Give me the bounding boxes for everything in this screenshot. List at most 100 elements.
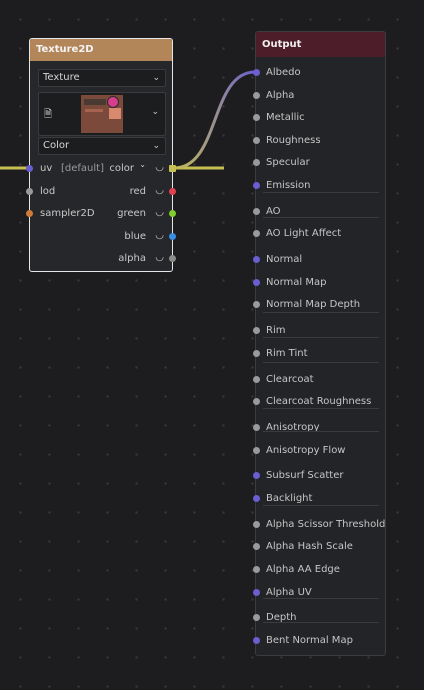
curve-icon[interactable]: ◡	[155, 162, 164, 173]
input-label: Emission	[266, 180, 311, 191]
input-port[interactable]	[253, 614, 260, 621]
input-port[interactable]	[253, 376, 260, 383]
output-input-clearcoat-roughness[interactable]: Clearcoat Roughness	[253, 394, 372, 410]
output-input-alpha[interactable]: Alpha	[253, 88, 294, 104]
color-output-port[interactable]	[169, 165, 176, 172]
input-label: Clearcoat Roughness	[266, 396, 372, 407]
input-port[interactable]	[253, 114, 260, 121]
output-input-rim-tint[interactable]: Rim Tint	[253, 346, 308, 362]
output-input-anisotropy[interactable]: Anisotropy	[253, 420, 320, 436]
output-input-backlight[interactable]: Backlight	[253, 491, 312, 507]
chevron-down-icon: ⌄	[152, 73, 160, 83]
uv-default-value[interactable]: [default]	[61, 163, 104, 174]
input-label: AO	[266, 206, 281, 217]
input-port[interactable]	[253, 447, 260, 454]
input-port[interactable]	[253, 350, 260, 357]
input-port[interactable]	[253, 398, 260, 405]
input-port[interactable]	[253, 566, 260, 573]
output-input-alpha-scissor-threshold[interactable]: Alpha Scissor Threshold	[253, 517, 385, 533]
input-port[interactable]	[253, 159, 260, 166]
output-input-rim[interactable]: Rim	[253, 323, 286, 339]
alpha-output-label: alpha	[118, 253, 146, 264]
input-port[interactable]	[253, 327, 260, 334]
input-port[interactable]	[253, 637, 260, 644]
input-port[interactable]	[253, 472, 260, 479]
output-input-emission[interactable]: Emission	[253, 178, 311, 194]
color-mode-select-value: Color	[43, 140, 70, 151]
output-input-depth[interactable]: Depth	[253, 610, 296, 626]
chevron-down-icon[interactable]: ⌄	[151, 107, 159, 117]
chevron-down-icon[interactable]: ⌄	[139, 160, 146, 169]
input-label: Normal	[266, 254, 303, 265]
texture-thumbnail	[81, 95, 123, 133]
file-icon[interactable]: 🗎	[44, 109, 53, 120]
output-input-anisotropy-flow[interactable]: Anisotropy Flow	[253, 443, 346, 459]
input-label: AO Light Affect	[266, 228, 342, 239]
texture-type-select[interactable]: Texture ⌄	[38, 69, 166, 87]
input-label: Albedo	[266, 67, 301, 78]
sampler2d-input-port[interactable]	[26, 210, 33, 217]
input-label: Roughness	[266, 135, 321, 146]
uv-input-port[interactable]	[26, 165, 33, 172]
input-port[interactable]	[253, 521, 260, 528]
output-input-ao[interactable]: AO	[253, 204, 281, 220]
input-label: Rim	[266, 325, 286, 336]
output-node-title[interactable]: Output	[256, 32, 385, 57]
output-input-normal[interactable]: Normal	[253, 252, 303, 268]
output-input-ao-light-affect[interactable]: AO Light Affect	[253, 226, 342, 242]
group-divider	[263, 431, 379, 432]
input-label: Anisotropy Flow	[266, 445, 346, 456]
input-port[interactable]	[253, 69, 260, 76]
texture2d-node-title[interactable]: Texture2D	[30, 39, 172, 61]
green-output-port[interactable]	[169, 210, 176, 217]
input-label: Alpha Hash Scale	[266, 541, 353, 552]
output-input-specular[interactable]: Specular	[253, 155, 310, 171]
output-input-albedo[interactable]: Albedo	[253, 65, 301, 81]
input-port[interactable]	[253, 424, 260, 431]
input-port[interactable]	[253, 589, 260, 596]
group-divider	[263, 362, 379, 363]
group-divider	[263, 312, 379, 313]
red-output-port[interactable]	[169, 188, 176, 195]
color-mode-select[interactable]: Color ⌄	[38, 137, 166, 155]
output-input-alpha-uv[interactable]: Alpha UV	[253, 585, 312, 601]
group-divider	[263, 337, 379, 338]
chevron-down-icon: ⌄	[152, 141, 160, 151]
input-label: Anisotropy	[266, 422, 320, 433]
output-input-metallic[interactable]: Metallic	[253, 110, 305, 126]
group-divider	[263, 217, 379, 218]
uv-input-label: uv	[40, 163, 53, 174]
green-output-label: green	[117, 208, 146, 219]
input-port[interactable]	[253, 182, 260, 189]
curve-icon[interactable]: ◡	[155, 230, 164, 241]
output-input-roughness[interactable]: Roughness	[253, 133, 321, 149]
texture-preview[interactable]: 🗎 ⌄	[38, 92, 166, 136]
output-input-bent-normal-map[interactable]: Bent Normal Map	[253, 633, 353, 649]
output-input-normal-map-depth[interactable]: Normal Map Depth	[253, 297, 360, 313]
output-input-alpha-aa-edge[interactable]: Alpha AA Edge	[253, 562, 340, 578]
input-port[interactable]	[253, 208, 260, 215]
curve-icon[interactable]: ◡	[155, 185, 164, 196]
group-divider	[263, 505, 379, 506]
input-label: Rim Tint	[266, 348, 308, 359]
texture2d-node[interactable]: Texture2D Texture ⌄ 🗎 ⌄ Color ⌄ uv [defa…	[26, 38, 176, 272]
input-port[interactable]	[253, 543, 260, 550]
input-port[interactable]	[253, 92, 260, 99]
blue-output-port[interactable]	[169, 233, 176, 240]
output-input-normal-map[interactable]: Normal Map	[253, 275, 326, 291]
lod-input-port[interactable]	[26, 188, 33, 195]
output-input-clearcoat[interactable]: Clearcoat	[253, 372, 314, 388]
input-port[interactable]	[253, 301, 260, 308]
input-port[interactable]	[253, 230, 260, 237]
output-input-subsurf-scatter[interactable]: Subsurf Scatter	[253, 468, 343, 484]
input-port[interactable]	[253, 495, 260, 502]
curve-icon[interactable]: ◡	[155, 207, 164, 218]
input-port[interactable]	[253, 256, 260, 263]
input-port[interactable]	[253, 279, 260, 286]
input-port[interactable]	[253, 137, 260, 144]
output-input-alpha-hash-scale[interactable]: Alpha Hash Scale	[253, 539, 353, 555]
alpha-output-port[interactable]	[169, 255, 176, 262]
curve-icon[interactable]: ◡	[155, 252, 164, 263]
input-label: Metallic	[266, 112, 305, 123]
